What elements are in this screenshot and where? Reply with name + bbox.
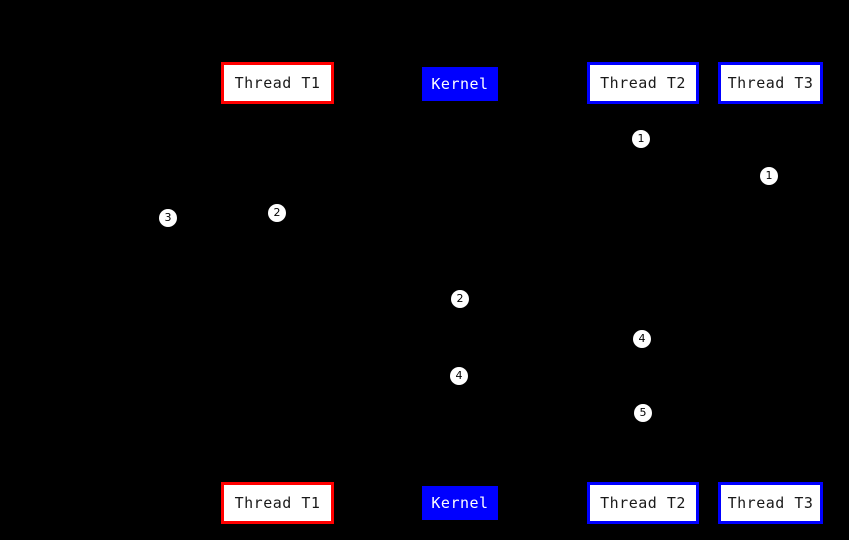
participant-label: Thread T3 [727, 74, 814, 92]
step-badge: 1 [632, 130, 650, 148]
step-number: 4 [455, 369, 463, 382]
participant-label: Thread T3 [727, 494, 814, 512]
participant-thread-t1-top[interactable]: Thread T1 [221, 62, 334, 104]
participant-thread-t2-top[interactable]: Thread T2 [587, 62, 699, 104]
step-number: 5 [639, 406, 647, 419]
step-badge: 4 [633, 330, 651, 348]
participant-kernel-bottom[interactable]: Kernel [422, 486, 498, 520]
participant-label: Thread T2 [600, 494, 686, 512]
step-badge: 1 [760, 167, 778, 185]
step-number: 1 [637, 132, 645, 145]
lifeline-t3 [770, 104, 771, 482]
step-badge: 3 [159, 209, 177, 227]
participant-label: Kernel [431, 494, 489, 512]
lifeline-t2 [643, 104, 644, 482]
step-number: 2 [273, 206, 281, 219]
step-badge: 2 [268, 204, 286, 222]
participant-label: Thread T2 [600, 74, 686, 92]
lifeline-t1 [277, 104, 278, 482]
participant-thread-t3-top[interactable]: Thread T3 [718, 62, 823, 104]
step-badge: 2 [451, 290, 469, 308]
participant-thread-t3-bottom[interactable]: Thread T3 [718, 482, 823, 524]
step-number: 2 [456, 292, 464, 305]
step-number: 1 [765, 169, 773, 182]
participant-thread-t1-bottom[interactable]: Thread T1 [221, 482, 334, 524]
participant-thread-t2-bottom[interactable]: Thread T2 [587, 482, 699, 524]
step-badge: 5 [634, 404, 652, 422]
participant-label: Thread T1 [234, 494, 321, 512]
participant-kernel-top[interactable]: Kernel [422, 67, 498, 101]
participant-label: Kernel [431, 75, 489, 93]
step-badge: 4 [450, 367, 468, 385]
step-number: 4 [638, 332, 646, 345]
step-number: 3 [164, 211, 172, 224]
participant-label: Thread T1 [234, 74, 321, 92]
